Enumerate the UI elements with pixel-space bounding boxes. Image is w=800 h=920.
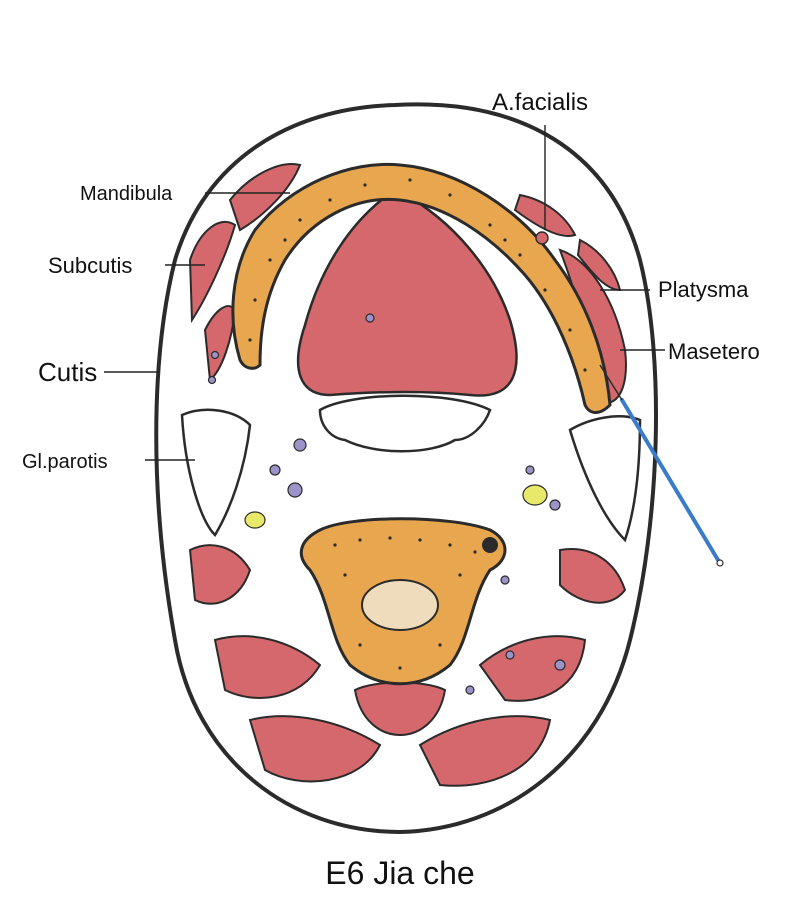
label-platysma: Platysma: [658, 277, 749, 302]
needle-tip: [599, 364, 623, 401]
figure-caption: E6 Jia che: [325, 855, 475, 891]
muscle-lower-left: [188, 544, 252, 605]
vessels: [207, 313, 566, 695]
muscle-post-left-2: [248, 715, 382, 783]
muscle-lower-right: [559, 548, 627, 604]
spinal-canal: [361, 579, 439, 631]
vertebra-texture: [333, 536, 477, 670]
parotid-left: [180, 408, 252, 538]
label-cutis: Cutis: [38, 357, 97, 387]
mandible-bone: [231, 162, 612, 414]
teeth-region: [318, 394, 492, 453]
acupuncture-needle: [620, 398, 720, 562]
facial-artery: [535, 231, 549, 245]
label-masetero: Masetero: [668, 339, 760, 364]
needle-handle-end: [716, 559, 724, 567]
muscle-left-2: [188, 220, 237, 324]
muscle-post-right-2: [418, 715, 552, 787]
label-parotis: Gl.parotis: [22, 451, 108, 473]
muscle-left-1: [228, 163, 302, 232]
muscle-post-left-1: [213, 635, 322, 699]
nerves: [244, 484, 548, 529]
vertebral-artery: [482, 537, 498, 553]
tongue-muscle: [296, 188, 518, 397]
mandible-texture: [248, 178, 587, 372]
label-mandibula: Mandibula: [80, 183, 173, 205]
parotid-right: [568, 415, 642, 543]
label-facialis: A.facialis: [492, 89, 588, 116]
label-subcutis: Subcutis: [48, 253, 132, 278]
cross-section-diagram: A.facialis Mandibula Subcutis Platysma M…: [22, 89, 760, 835]
